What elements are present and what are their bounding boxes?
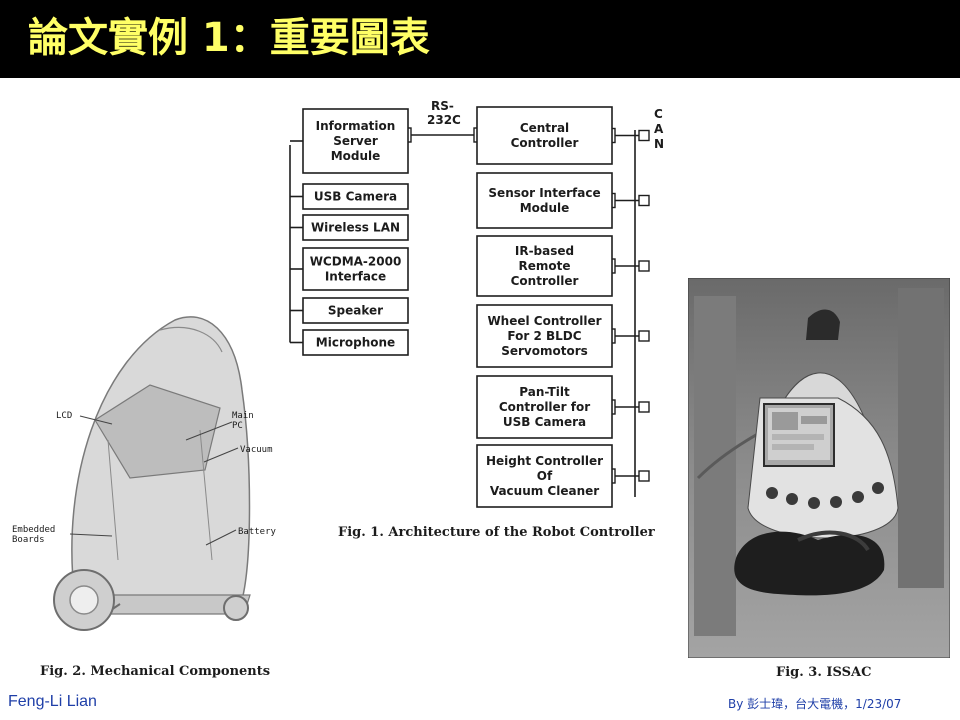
left-module-box (302, 297, 409, 324)
right-module-4-label-line-3: Servomotors (501, 344, 588, 358)
right-module-box (476, 375, 613, 439)
left-module-2-label-line-1: USB Camera (314, 190, 397, 204)
can-node (638, 470, 650, 482)
title-bar: 論文實例 1：重要圖表 (0, 0, 960, 78)
left-module-1-label-line-2: Server (333, 134, 378, 148)
left-module-4-label-line-2: Interface (325, 270, 386, 284)
main-pc-label-line-1: Main (232, 411, 254, 421)
right-module-2-label-line-1: Sensor Interface (488, 186, 600, 200)
left-module-1-label-line-1: Information (316, 119, 396, 133)
can-bus-letter-1: C (654, 107, 663, 121)
right-module-box (476, 444, 613, 508)
rs232c-label-line-2: 232C (427, 113, 461, 127)
right-module-3-label-line-1: IR-based (515, 244, 574, 258)
right-module-1-label-line-1: Central (520, 121, 569, 135)
rs232c-label-line-1: RS- (431, 99, 454, 113)
right-module-box (476, 235, 613, 297)
left-module-box (302, 214, 409, 241)
credit-line: By 彭士瑋，台大電機，1/23/07 (728, 697, 902, 711)
right-module-2-label-line-2: Module (520, 201, 570, 215)
right-module-4-label-line-1: Wheel Controller (487, 314, 601, 328)
vacuum-label: Vacuum (240, 445, 273, 455)
can-node (638, 401, 650, 413)
left-module-6-label-line-1: Microphone (316, 336, 395, 350)
right-module-box (476, 106, 613, 165)
left-module-1-label-line-3: Module (331, 149, 381, 163)
fig2-caption: Fig. 2. Mechanical Components (40, 664, 271, 679)
left-module-5: Speaker (302, 297, 409, 324)
embedded-boards-label-line-2: Boards (12, 535, 45, 545)
main-pc-label-line-2: PC (232, 421, 243, 431)
left-module-box (302, 329, 409, 356)
right-module-box (476, 304, 613, 368)
can-node (638, 129, 650, 142)
can-node (638, 194, 650, 207)
right-module-3-label-line-2: Remote (518, 259, 570, 273)
mechanical-drawing: LCD Main PC Vacuum Embedded Boards Batte… (12, 316, 277, 631)
right-module-6-label-line-3: Vacuum Cleaner (490, 484, 599, 498)
left-module-6: Microphone (302, 329, 409, 356)
left-module-5-label-line-1: Speaker (328, 304, 383, 318)
can-node (638, 260, 650, 272)
right-module-5-label-line-3: USB Camera (503, 415, 586, 429)
lcd-label: LCD (56, 411, 72, 421)
right-module-6-label-line-2: Of (537, 469, 553, 483)
left-module-box (302, 183, 409, 210)
right-module-4-label-line-2: For 2 BLDC (507, 329, 581, 343)
rs232c-label: RS- 232C (427, 99, 461, 127)
can-node (638, 330, 650, 342)
robot-photo (688, 278, 950, 658)
right-module-6-label-line-1: Height Controller (486, 454, 603, 468)
right-module-5-label-line-1: Pan-Tilt (519, 385, 570, 399)
left-module-3: Wireless LAN (302, 214, 409, 241)
can-bus-letter-3: N (654, 137, 664, 151)
can-bus-letter-2: A (654, 122, 664, 136)
left-module-box (302, 108, 409, 174)
left-module-2: USB Camera (302, 183, 409, 210)
right-module-box (476, 172, 613, 229)
battery-label: Battery (238, 527, 277, 537)
author-name: Feng-Li Lian (8, 693, 97, 710)
right-module-5-label-line-2: Controller for (499, 400, 590, 414)
left-module-4-label-line-1: WCDMA-2000 (310, 255, 402, 269)
right-module-3-label-line-3: Controller (511, 274, 579, 288)
left-module-box (302, 247, 409, 291)
fig3-caption: Fig. 3. ISSAC (776, 665, 872, 680)
right-module-1-label-line-2: Controller (511, 136, 579, 150)
left-module-3-label-line-1: Wireless LAN (311, 221, 400, 235)
slide-title: 論文實例 1：重要圖表 (28, 15, 430, 61)
can-bus-label: C A N (654, 107, 664, 151)
embedded-boards-label-line-1: Embedded (12, 525, 55, 535)
fig1-caption: Fig. 1. Architecture of the Robot Contro… (338, 525, 655, 540)
